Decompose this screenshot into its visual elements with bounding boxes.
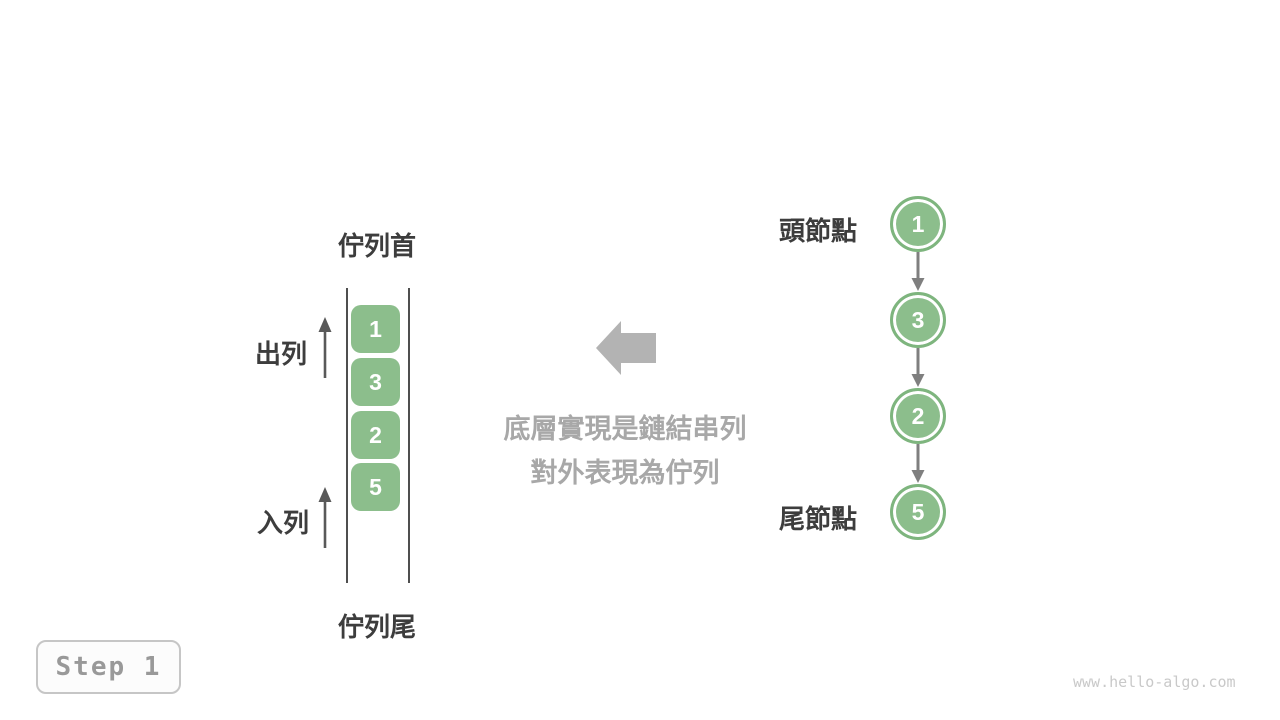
- watermark-url: www.hello-algo.com: [1073, 673, 1236, 691]
- note-text-line2: 對外表現為佇列: [530, 458, 720, 488]
- link-down-arrow-icon: [911, 444, 925, 483]
- list-node: 2: [890, 388, 946, 444]
- link-down-arrow-icon: [911, 348, 925, 387]
- dequeue-label: 出列: [255, 339, 308, 369]
- head-node-label: 頭節點: [779, 216, 858, 246]
- list-node: 1: [890, 196, 946, 252]
- queue-rear-label: 佇列尾: [337, 612, 416, 642]
- dequeue-up-arrow-icon: [318, 317, 332, 378]
- queue-item: 5: [351, 463, 400, 511]
- tail-node-label: 尾節點: [779, 504, 858, 534]
- queue-left-rail: [346, 288, 348, 583]
- enqueue-label: 入列: [257, 508, 310, 538]
- left-block-arrow-icon: [596, 321, 656, 375]
- queue-item: 1: [351, 305, 400, 353]
- link-down-arrow-icon: [911, 252, 925, 291]
- step-badge: Step 1: [36, 640, 181, 694]
- queue-item: 2: [351, 411, 400, 459]
- queue-item: 3: [351, 358, 400, 406]
- note-text-line1: 底層實現是鏈結串列: [503, 414, 747, 444]
- list-node: 3: [890, 292, 946, 348]
- enqueue-up-arrow-icon: [318, 487, 332, 548]
- list-node: 5: [890, 484, 946, 540]
- step-label: Step 1: [55, 652, 162, 682]
- queue-right-rail: [408, 288, 410, 583]
- queue-front-label: 佇列首: [337, 231, 416, 261]
